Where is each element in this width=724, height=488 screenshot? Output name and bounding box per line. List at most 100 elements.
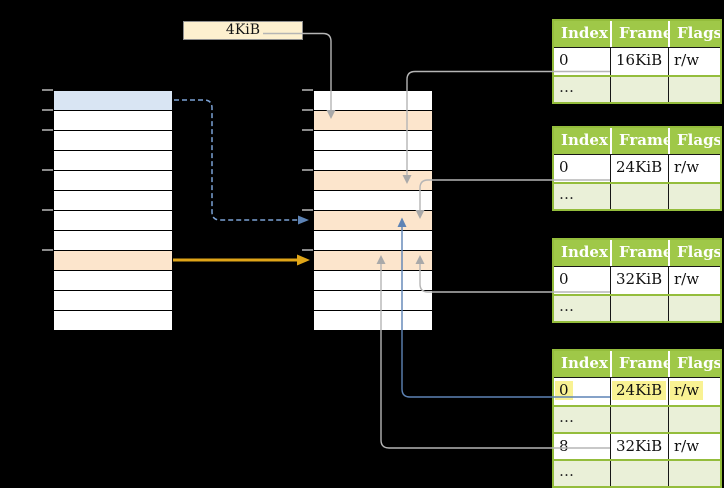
left-memory-column-row-0	[54, 91, 172, 111]
column-header-flags: Flags	[668, 21, 720, 47]
highlighted-value: 0	[555, 381, 573, 400]
middle-memory-column-row-2	[314, 131, 432, 151]
cell-index: 8	[559, 437, 569, 455]
column-header-flags: Flags	[668, 351, 720, 377]
left-memory-column-row-10	[54, 291, 172, 311]
cell-frame	[610, 77, 668, 102]
left-memory-column-tick	[42, 129, 53, 131]
left-memory-column-tick	[42, 169, 53, 171]
cell-flags: r/w	[668, 155, 720, 182]
left-memory-column-tick	[42, 89, 53, 91]
middle-memory-column-tick	[302, 129, 313, 131]
middle-memory-column-row-10	[314, 291, 432, 311]
page-table-2-row-1: …	[554, 182, 720, 209]
left-memory-column-row-5	[54, 191, 172, 211]
highlighted-value: r/w	[670, 381, 704, 400]
cell-flags: r/w	[668, 267, 720, 294]
left-memory-column-row-2	[54, 131, 172, 151]
middle-memory-column-row-11	[314, 311, 432, 330]
middle-memory-column-row-0	[314, 91, 432, 111]
middle-memory-column-row-1	[314, 111, 432, 131]
cell-index: 0	[554, 378, 610, 405]
cell-frame: 24KiB	[610, 378, 668, 405]
page-table-3-row-1: …	[554, 294, 720, 321]
page-table-1-row-1: …	[554, 75, 720, 102]
left-memory-column-tick	[42, 249, 53, 251]
cell-index: …	[559, 462, 574, 480]
middle-memory-column-row-5	[314, 191, 432, 211]
middle-memory-column-row-4	[314, 171, 432, 191]
cell-index: …	[559, 408, 574, 426]
connector-gold-mapping	[173, 254, 310, 266]
middle-memory-column-tick	[302, 209, 313, 211]
cell-flags	[668, 407, 720, 432]
column-header-index: Index	[561, 131, 608, 149]
arrowhead-right-icon	[298, 215, 309, 225]
column-header-index: Index	[561, 354, 608, 372]
left-memory-column-row-9	[54, 271, 172, 291]
middle-memory-column-tick	[302, 249, 313, 251]
column-header-index: Index	[561, 243, 608, 261]
cell-frame: 24KiB	[610, 155, 668, 182]
middle-memory-column-row-7	[314, 231, 432, 251]
cell-flags: r/w	[668, 434, 720, 459]
left-memory-column-row-3	[54, 151, 172, 171]
left-memory-column-row-1	[54, 111, 172, 131]
cell-index: …	[559, 185, 574, 203]
middle-memory-column-tick	[302, 109, 313, 111]
cell-frame	[610, 407, 668, 432]
cell-frame	[610, 461, 668, 486]
cell-index: 0	[559, 270, 569, 288]
cell-frame: 32KiB	[610, 434, 668, 459]
cell-flags	[668, 77, 720, 102]
cell-flags	[668, 461, 720, 486]
cell-frame	[610, 184, 668, 209]
column-header-index: Index	[561, 24, 608, 42]
left-memory-column-row-8	[54, 251, 172, 271]
cell-flags	[668, 296, 720, 321]
middle-memory-column-row-9	[314, 271, 432, 291]
column-header-frame: Frame	[610, 351, 668, 377]
cell-index: 0	[559, 158, 569, 176]
middle-memory-column	[313, 90, 433, 331]
middle-memory-column-row-6	[314, 211, 432, 231]
cell-flags: r/w	[668, 48, 720, 75]
cell-index: …	[559, 297, 574, 315]
highlighted-value: 24KiB	[612, 381, 667, 400]
left-memory-column-tick	[42, 109, 53, 111]
left-memory-column-row-4	[54, 171, 172, 191]
left-memory-column-tick	[42, 209, 53, 211]
connector-line	[174, 99, 299, 221]
cell-frame	[610, 296, 668, 321]
left-memory-column-row-11	[54, 311, 172, 330]
column-header-frame: Frame	[610, 240, 668, 266]
arrowhead-right-icon	[297, 254, 310, 266]
left-memory-column-row-6	[54, 211, 172, 231]
cell-index: 0	[559, 51, 569, 69]
column-header-flags: Flags	[668, 240, 720, 266]
left-memory-column-row-7	[54, 231, 172, 251]
cell-flags: r/w	[668, 378, 720, 405]
column-header-frame: Frame	[610, 128, 668, 154]
middle-memory-column-tick	[302, 169, 313, 171]
cell-index: …	[559, 78, 574, 96]
cell-flags	[668, 184, 720, 209]
left-memory-column	[53, 90, 173, 331]
connector-virtual-lookup-dashed	[174, 99, 309, 225]
page-table-4-row-1: …	[554, 405, 720, 432]
column-header-flags: Flags	[668, 128, 720, 154]
middle-memory-column-row-3	[314, 151, 432, 171]
middle-memory-column-tick	[302, 89, 313, 91]
